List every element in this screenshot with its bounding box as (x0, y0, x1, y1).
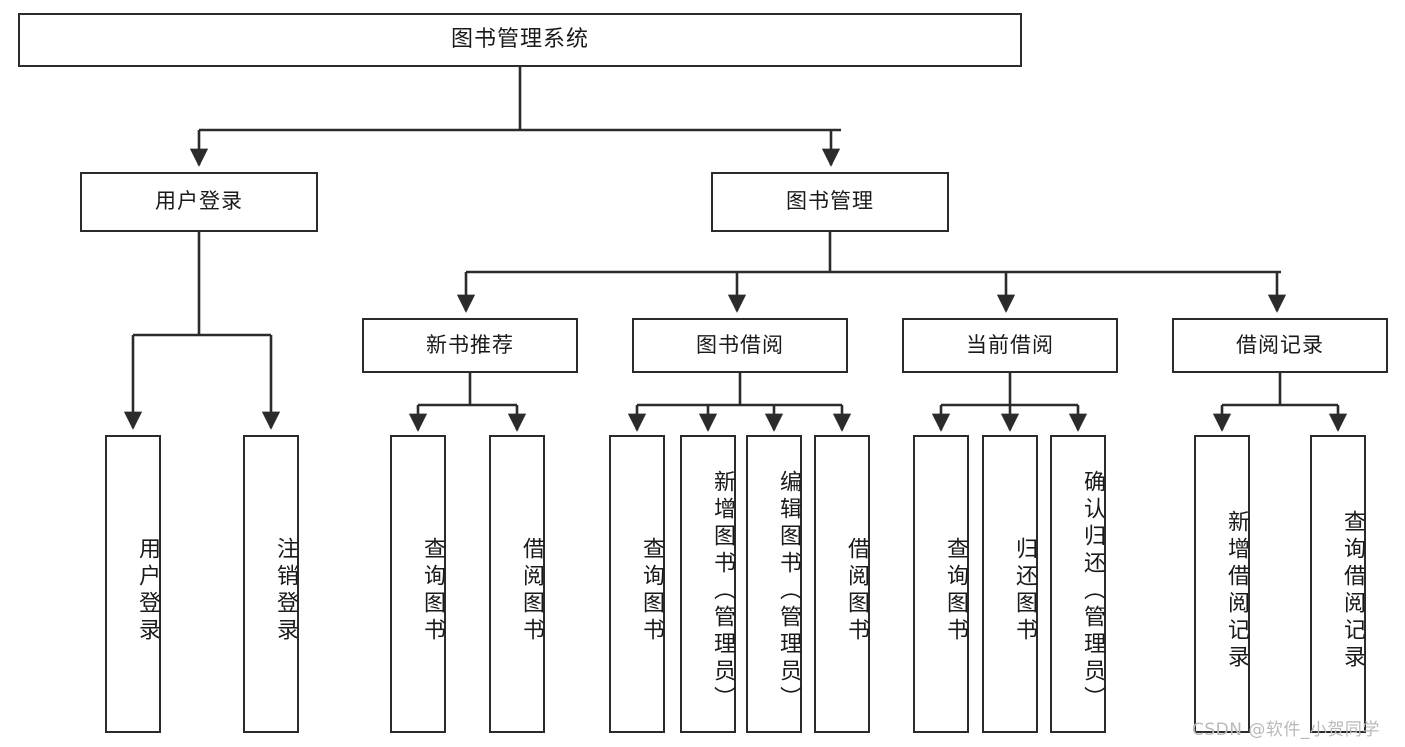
node-label: 确认归还（管理员） (1080, 469, 1105, 713)
leaf-current-borrow-query[interactable]: 查询图书 (913, 435, 969, 733)
node-label: 查询借阅记录 (1340, 510, 1365, 672)
node-book-management[interactable]: 图书管理 (711, 172, 949, 232)
node-current-borrow[interactable]: 当前借阅 (902, 318, 1118, 373)
node-label: 图书借阅 (696, 332, 784, 357)
node-borrow-record[interactable]: 借阅记录 (1172, 318, 1388, 373)
node-new-book-recommend[interactable]: 新书推荐 (362, 318, 578, 373)
node-label: 图书管理 (786, 189, 874, 214)
node-label: 用户登录 (135, 537, 160, 645)
leaf-book-borrow-edit[interactable]: 编辑图书（管理员） (746, 435, 802, 733)
node-label: 查询图书 (639, 537, 664, 645)
node-label: 借阅图书 (519, 537, 544, 645)
leaf-new-book-borrow[interactable]: 借阅图书 (489, 435, 545, 733)
node-label: 借阅记录 (1236, 332, 1324, 357)
node-label: 新增图书（管理员） (710, 469, 735, 713)
leaf-borrow-record-query[interactable]: 查询借阅记录 (1310, 435, 1366, 733)
leaf-book-borrow-lend[interactable]: 借阅图书 (814, 435, 870, 733)
leaf-book-borrow-query[interactable]: 查询图书 (609, 435, 665, 733)
leaf-current-borrow-return[interactable]: 归还图书 (982, 435, 1038, 733)
node-label: 注销登录 (273, 537, 298, 645)
leaf-current-borrow-confirm-return[interactable]: 确认归还（管理员） (1050, 435, 1106, 733)
node-book-borrow[interactable]: 图书借阅 (632, 318, 848, 373)
leaf-new-book-query[interactable]: 查询图书 (390, 435, 446, 733)
node-label: 查询图书 (420, 537, 445, 645)
node-root-system[interactable]: 图书管理系统 (18, 13, 1022, 67)
node-label: 借阅图书 (844, 537, 869, 645)
node-label: 新增借阅记录 (1224, 510, 1249, 672)
node-label: 用户登录 (155, 189, 243, 214)
node-label: 编辑图书（管理员） (776, 469, 801, 713)
node-label: 查询图书 (943, 537, 968, 645)
leaf-user-login-signout[interactable]: 注销登录 (243, 435, 299, 733)
leaf-borrow-record-add[interactable]: 新增借阅记录 (1194, 435, 1250, 733)
node-label: 图书管理系统 (450, 26, 589, 52)
leaf-user-login-signin[interactable]: 用户登录 (105, 435, 161, 733)
node-label: 新书推荐 (426, 332, 514, 357)
node-label: 归还图书 (1012, 537, 1037, 645)
node-label: 当前借阅 (966, 332, 1054, 357)
node-user-login[interactable]: 用户登录 (80, 172, 318, 232)
leaf-book-borrow-add[interactable]: 新增图书（管理员） (680, 435, 736, 733)
